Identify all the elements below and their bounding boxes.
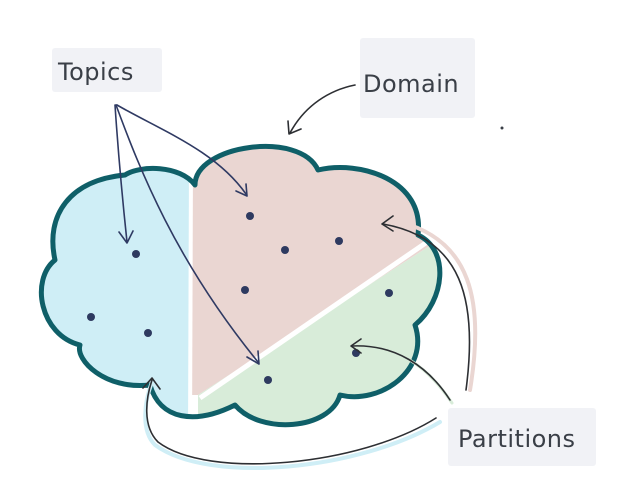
topic-dot	[87, 313, 95, 321]
topic-dot	[246, 212, 254, 220]
topic-dot	[281, 246, 289, 254]
topic-dot	[264, 376, 272, 384]
partition-arrow-bottom-head	[142, 377, 161, 390]
topic-dot	[144, 329, 152, 337]
partition-arrow-bottom	[145, 379, 437, 465]
partitions-label: Partitions	[458, 425, 576, 453]
partition-arrow-top	[382, 223, 471, 391]
topics-arrow-top	[116, 104, 247, 195]
domain-arrow-line	[289, 84, 356, 134]
domain-label: Domain	[363, 70, 459, 98]
topic-dots	[87, 212, 393, 384]
topic-dot	[335, 237, 343, 245]
partition-arrow-top-head	[381, 215, 394, 232]
topics-arrow-diagonal	[115, 104, 259, 363]
domain-cloud-outline	[38, 144, 443, 428]
domain-arrow-head	[287, 120, 302, 135]
topics-label-background	[52, 48, 162, 92]
partition-divider-diagonal	[198, 237, 432, 401]
topics-arrow-left	[114, 104, 128, 243]
topics-arrow-top-head	[235, 183, 248, 197]
topics-label: Topics	[57, 58, 134, 86]
partition-arrow-middle	[351, 345, 451, 401]
partition-arrow-bottom-shade	[143, 380, 442, 471]
topic-dot	[385, 289, 393, 297]
domain-arrow	[287, 84, 356, 135]
pencil-mark	[500, 126, 504, 130]
topics-arrow-left-head	[118, 230, 134, 244]
partition-arrow-top-shade	[398, 220, 478, 392]
domain-label-background	[360, 38, 475, 118]
topics-arrows	[114, 104, 260, 365]
partition-arrow-middle-head	[350, 338, 362, 354]
topics-arrow-diagonal-head	[246, 350, 260, 365]
partition-divider-vertical	[188, 159, 193, 425]
partitions-label-background	[448, 408, 596, 466]
partitions-arrows	[142, 215, 478, 471]
topic-dot	[132, 250, 140, 258]
topic-dot	[241, 286, 249, 294]
